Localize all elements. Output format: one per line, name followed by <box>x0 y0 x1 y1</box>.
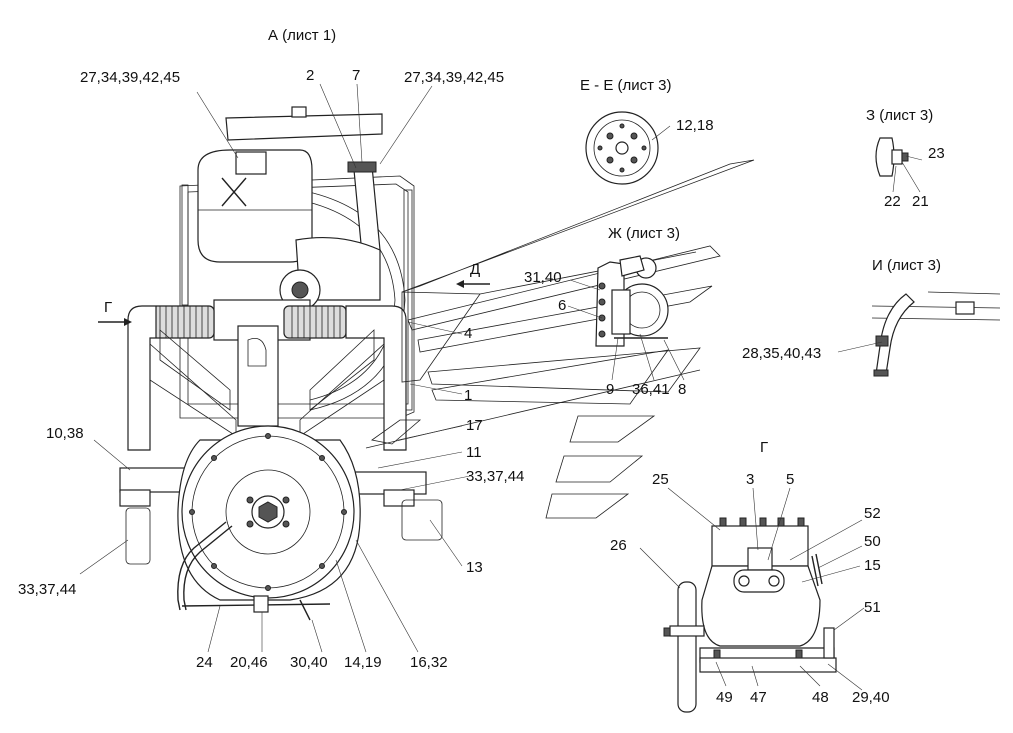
callout-label: 1 <box>464 387 473 404</box>
callout-label: 14,19 <box>344 654 382 671</box>
callout-label: 26 <box>610 537 627 554</box>
view-arrows <box>98 280 490 326</box>
callout-label: 20,46 <box>230 654 268 671</box>
leader-lines <box>79 83 923 691</box>
callout-label: 27,34,39,42,45 <box>404 69 505 86</box>
callout-label: 15 <box>864 557 881 574</box>
callout-label: 3 <box>746 471 755 488</box>
detail-zh-clamp <box>595 255 669 347</box>
callout-label: 11 <box>466 444 482 461</box>
engine-main-view <box>119 106 443 621</box>
view-title-zh: Ж (лист 3) <box>608 225 681 242</box>
callout-label: 2 <box>306 67 315 84</box>
callout-label: 51 <box>864 599 881 616</box>
view-title-z: З (лист 3) <box>866 107 934 124</box>
callout-label: 50 <box>864 533 881 550</box>
callout-label: 8 <box>678 381 687 398</box>
callout-label: 27,34,39,42,45 <box>80 69 181 86</box>
callout-label: 24 <box>196 654 213 671</box>
callout-label: 52 <box>864 505 881 522</box>
callout-label: 31,40 <box>524 269 562 286</box>
detail-z-cap <box>875 137 909 177</box>
view-title-a: А (лист 1) <box>268 27 337 44</box>
callout-label: 36,41 <box>632 381 670 398</box>
detail-ee-flange <box>585 111 659 185</box>
callout-label: 29,40 <box>852 689 890 706</box>
callout-label: 22 <box>884 193 901 210</box>
view-arrow-label-d: Д <box>470 261 481 278</box>
callout-label: 9 <box>606 381 615 398</box>
callout-label: 10,38 <box>46 425 84 442</box>
view-title-ee: Е - Е (лист 3) <box>580 77 672 94</box>
detail-i-pipe <box>871 291 1001 377</box>
callout-label: 21 <box>912 193 929 210</box>
callout-label: 5 <box>786 471 795 488</box>
callout-label: 25 <box>652 471 669 488</box>
view-arrow-label-g: Г <box>104 299 113 316</box>
callout-label: 47 <box>750 689 767 706</box>
callout-label: 33,37,44 <box>18 581 77 598</box>
callout-label: 28,35,40,43 <box>742 345 822 362</box>
detail-g-compressor <box>663 517 837 713</box>
callout-label: 49 <box>716 689 733 706</box>
view-title-g: Г <box>760 439 769 456</box>
callout-label: 13 <box>466 559 483 576</box>
view-outline-frames <box>365 159 755 519</box>
callout-label: 12,18 <box>676 117 714 134</box>
callout-label: 23 <box>928 145 945 162</box>
view-title-i: И (лист 3) <box>872 257 941 274</box>
callout-label: 7 <box>352 67 361 84</box>
callout-label: 16,32 <box>410 654 448 671</box>
callout-label: 4 <box>464 325 473 342</box>
callout-label: 33,37,44 <box>466 468 525 485</box>
callout-label: 6 <box>558 297 567 314</box>
callout-label: 30,40 <box>290 654 328 671</box>
callout-label: 48 <box>812 689 829 706</box>
callout-label: 17 <box>466 417 483 434</box>
